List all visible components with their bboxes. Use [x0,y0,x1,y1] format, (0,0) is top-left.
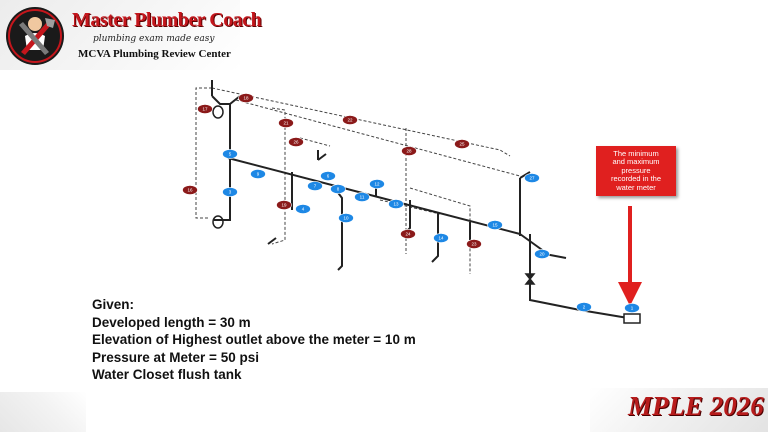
node-label: 3 [229,190,232,195]
exam-label: MPLE 2026 [628,391,764,421]
valve-icons [212,105,641,324]
wrench-logo-icon [6,7,64,65]
node-label: 23 [471,242,477,247]
node-label: 6 [327,174,330,179]
node-label: 25 [459,142,465,147]
node-marker-27: 27 [524,173,540,183]
node-marker-9: 9 [250,169,266,179]
node-label: 4 [302,207,305,212]
node-marker-4: 4 [295,204,311,214]
node-markers: 1234567891011121314151617181920212223242… [182,93,640,313]
node-label: 16 [187,188,193,193]
node-label: 15 [492,223,498,228]
given-line: Elevation of Highest outlet above the me… [92,332,416,347]
corner-decoration-bottom-right [590,388,768,432]
node-marker-23: 23 [466,239,482,249]
node-marker-5: 5 [222,149,238,159]
node-label: 1 [631,306,634,311]
callout-text: The minimum and maximum pressure recorde… [610,148,662,192]
node-marker-16: 16 [182,185,198,195]
brand-center-name: MCVA Plumbing Review Center [78,48,231,60]
node-label: 17 [202,107,208,112]
node-marker-19: 19 [276,200,292,210]
node-label: 13 [393,202,399,207]
node-marker-2: 2 [576,302,592,312]
node-marker-25: 25 [454,139,470,149]
node-label: 27 [529,176,535,181]
node-marker-17: 17 [197,104,213,114]
node-label: 22 [347,118,353,123]
node-marker-7: 7 [307,181,323,191]
node-label: 7 [314,184,317,189]
node-label: 5 [229,152,232,157]
given-block: Given: Developed length = 30 m Elevation… [92,296,416,384]
node-marker-28: 28 [401,146,417,156]
cold-water-pipes [211,80,629,319]
node-marker-14: 14 [433,233,449,243]
corner-decoration-bottom-left [0,392,86,432]
given-line: Developed length = 30 m [92,314,251,330]
given-heading: Given: [92,297,135,312]
node-label: 9 [257,172,260,177]
node-marker-15: 15 [487,220,503,230]
node-label: 21 [283,121,289,126]
node-marker-8: 8 [330,184,346,194]
node-marker-10: 10 [338,213,354,223]
node-marker-20: 20 [534,249,550,259]
node-marker-24: 24 [400,229,416,239]
node-marker-12: 12 [369,179,385,189]
node-marker-21: 21 [278,118,294,128]
node-label: 18 [243,96,249,101]
node-label: 20 [539,252,545,257]
brand-tagline: plumbing exam made easy [93,34,215,44]
node-marker-22: 22 [342,115,358,125]
node-marker-6: 6 [320,171,336,181]
node-marker-13: 13 [388,199,404,209]
brand-title: Master Plumber Coach [72,9,262,31]
pressure-callout-box: The minimum and maximum pressure recorde… [596,146,676,196]
node-label: 14 [438,236,444,241]
node-marker-11: 11 [354,192,370,202]
node-label: 8 [337,187,340,192]
node-label: 19 [281,203,287,208]
node-label: 28 [406,149,412,154]
node-label: 10 [343,216,349,221]
given-line: Pressure at Meter = 50 psi [92,349,259,365]
node-label: 12 [374,182,380,187]
node-label: 11 [360,195,365,200]
node-marker-26: 26 [288,137,304,147]
node-label: 24 [405,232,411,237]
node-marker-1: 1 [624,303,640,313]
node-label: 2 [583,305,586,310]
node-label: 26 [293,140,299,145]
given-line: Water Closet flush tank [92,367,242,382]
node-marker-3: 3 [222,187,238,197]
node-marker-18: 18 [238,93,254,103]
